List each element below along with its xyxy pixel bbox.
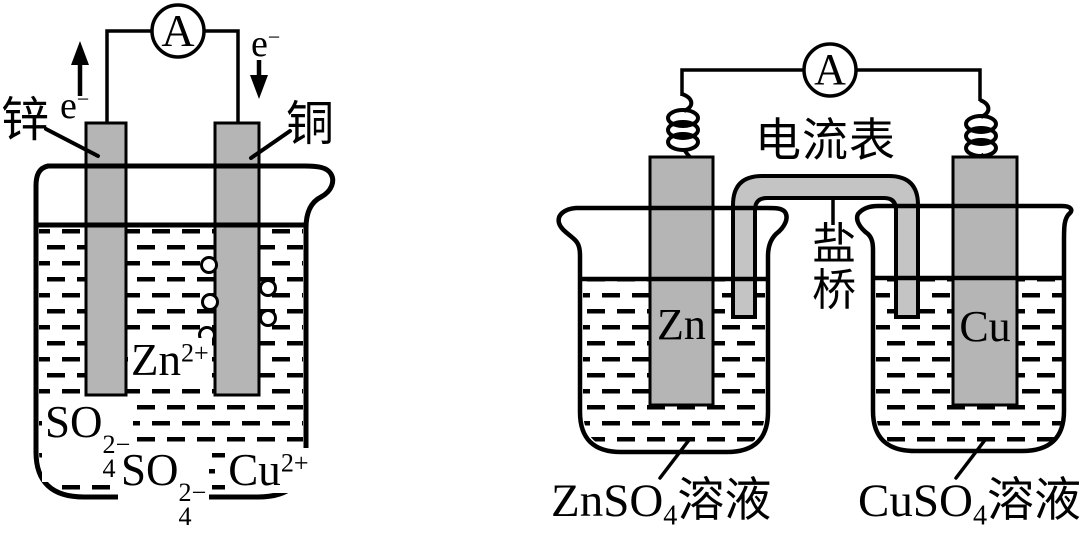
ion-charge: 2+ [280, 448, 309, 478]
ion-symbol: SO [121, 445, 179, 495]
ion-sub-sup: 2−4 [178, 477, 207, 532]
ion-charge: 2+ [181, 338, 209, 368]
ion-subscript: 4 [178, 502, 192, 532]
zinc-pointer-line [44, 127, 100, 158]
right-cell-wires [680, 68, 982, 101]
ammeter-label: A [814, 45, 846, 94]
electron-out-label: e− [60, 87, 89, 125]
gas-bubbles [198, 256, 277, 344]
formula-subscript: 4 [663, 500, 678, 532]
ammeter-icon [802, 42, 858, 98]
electron-symbol: e [60, 85, 77, 127]
salt-bridge-tube [731, 174, 920, 319]
cu-electrode [951, 155, 1019, 407]
formula-base: ZnSO [551, 475, 664, 527]
left-cell-wires [105, 29, 240, 123]
electron-in-label: e− [251, 25, 280, 63]
ion-charge: 2− [178, 477, 207, 507]
cuso4-beaker-outline [854, 203, 1074, 454]
ion-subscript: 4 [102, 454, 116, 484]
cu-electrode-text: Cu [959, 302, 1011, 351]
ion-symbol: Cu [228, 445, 281, 495]
electron-arrow-up-icon [71, 41, 89, 96]
copper-pointer-line [249, 129, 292, 160]
zn-electrode-text: Zn [657, 300, 706, 349]
right-cell-drawing [556, 42, 1074, 480]
right-coil-icon [964, 98, 998, 161]
cuso4-solution-label: CuSO4溶液 [858, 478, 1080, 531]
copper-electrode-label: 铜 [286, 98, 335, 151]
ammeter-caption: 电流表 [755, 115, 896, 166]
electron-charge: − [267, 24, 281, 50]
zn-ion-label: Zn2+ [128, 338, 212, 383]
ion-symbol: Zn [131, 335, 181, 385]
cuso4-pointer-line [954, 438, 987, 480]
formula-subscript: 4 [972, 500, 988, 532]
cu-ion-label: Cu2+ [225, 445, 312, 495]
ammeter-label: A [161, 5, 195, 56]
salt-bridge-label: 盐桥 [812, 220, 857, 316]
znso4-solution-label: ZnSO4溶液 [551, 478, 771, 531]
solution-word: 溶液 [987, 475, 1080, 527]
znso4-pointer-line [658, 438, 691, 480]
formula-base: CuSO [858, 475, 973, 527]
zinc-electrode-label: 锌 [1, 94, 50, 147]
electron-symbol: e [251, 23, 268, 65]
ammeter-icon [150, 3, 206, 59]
ion-symbol: SO [45, 397, 103, 447]
electron-arrow-down-icon [250, 60, 268, 99]
left-coil-icon [666, 92, 700, 163]
solution-word: 溶液 [677, 475, 772, 527]
electron-charge: − [76, 86, 90, 112]
znso4-beaker-outline [556, 205, 789, 455]
